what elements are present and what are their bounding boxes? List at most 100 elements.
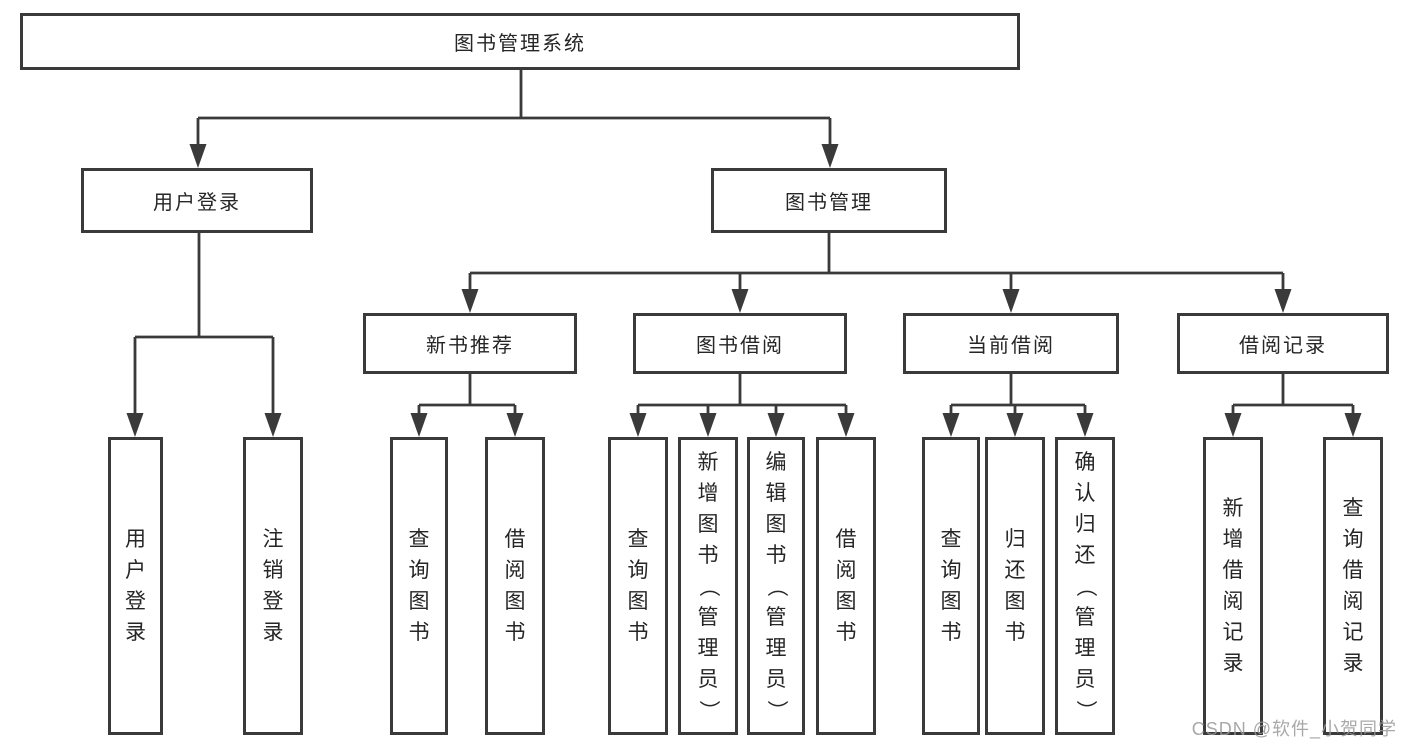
leaf-label-char: 图 [697,512,719,536]
leaf-label-char: 查 [627,528,649,551]
leaf-label-char: 录 [125,621,146,644]
leaf-label-char: 书 [835,621,857,644]
leaf-label-char: 新 [1222,497,1244,520]
leaf-label-char: 认 [1074,481,1096,505]
leaf-label-char: 借 [1222,559,1244,582]
leaf-label-char: 图 [504,590,526,613]
leaf-label-char: 借 [504,528,526,551]
leaf-user-login: 用户登录 [108,437,163,735]
leaf-label-char: 图 [1004,590,1026,613]
node-borrow-records-label: 借阅记录 [1239,335,1327,357]
node-current-borrow: 当前借阅 [903,313,1119,374]
leaf-label-char: 员 [1074,667,1096,691]
leaf-label-char: 管 [765,605,787,629]
leaf-label-char: 书 [408,621,430,644]
leaf-label-char: 还 [1074,543,1096,567]
leaf-label-char: 登 [125,590,146,613]
node-root: 图书管理系统 [20,13,1020,70]
leaf-borrow-books-1: 借阅图书 [485,437,545,735]
leaf-label-char: 记 [1222,621,1244,644]
leaf-return-books: 归还图书 [985,437,1045,735]
leaf-label-char: 书 [697,543,719,567]
leaf-label-char: 理 [697,636,719,660]
leaf-label-char: 员 [765,667,787,691]
leaf-label-char: 询 [408,559,430,582]
node-user-login-label: 用户登录 [153,192,241,214]
leaf-label-char: 查 [1342,497,1364,520]
leaf-label-char: 登 [262,590,284,613]
leaf-edit-books-admin: 编辑图书 （ 管理员 ） [747,437,805,735]
leaf-query-books-3: 查询图书 [922,437,980,735]
leaf-label-char: 图 [408,590,430,613]
node-book-management: 图书管理 [711,168,947,233]
node-book-management-label: 图书管理 [785,192,873,214]
leaf-label-char: 阅 [835,559,857,582]
node-borrow-records: 借阅记录 [1177,313,1389,374]
leaf-label-char: 查 [408,528,430,551]
leaf-label-char: 图 [940,590,962,613]
leaf-label-char: 编 [765,450,787,474]
leaf-label-char: 书 [940,621,962,644]
leaf-label-char: 录 [262,621,284,644]
leaf-label-char: 借 [1342,559,1364,582]
leaf-label-char: 辑 [765,481,787,505]
leaf-label-char: 增 [697,481,719,505]
leaf-label-char: 员 [697,667,719,691]
watermark: CSDN @软件_小贺同学 [1191,719,1397,739]
leaf-label-char: 注 [262,528,284,551]
leaf-label-char: 新 [697,450,719,474]
leaf-label-char: 销 [262,559,284,582]
leaf-label-char: 阅 [1222,590,1244,613]
leaf-label-char: 书 [504,621,526,644]
leaf-label-char: 图 [765,512,787,536]
node-root-label: 图书管理系统 [454,33,586,55]
node-book-borrow-label: 图书借阅 [696,335,784,357]
node-new-book-recommend-label: 新书推荐 [426,335,514,357]
leaf-query-borrow-record: 查询借阅记录 [1323,437,1383,735]
node-book-borrow: 图书借阅 [633,313,847,374]
leaf-add-borrow-record: 新增借阅记录 [1203,437,1263,735]
leaf-label-char: 管 [697,605,719,629]
leaf-label-char: 理 [765,636,787,660]
leaf-label-char: 图 [835,590,857,613]
leaf-query-books-2: 查询图书 [608,437,668,735]
leaf-borrow-books-2: 借阅图书 [816,437,876,735]
leaf-label-char: 户 [125,559,146,582]
leaf-confirm-return-admin: 确认归还（管理员） [1055,437,1115,735]
leaf-label-char: 理 [1074,636,1096,660]
leaf-label-char: 查 [940,528,962,551]
leaf-label-char: 录 [1342,652,1364,675]
leaf-label-char: 归 [1004,528,1026,551]
leaf-label-char: 阅 [1342,590,1364,613]
leaf-label-char: 询 [627,559,649,582]
leaf-label-char: 图 [627,590,649,613]
leaf-label-char: 书 [1004,621,1026,644]
leaf-label-char: 阅 [504,559,526,582]
node-current-borrow-label: 当前借阅 [967,335,1055,357]
leaf-label-char: 书 [627,621,649,644]
leaf-label-char: 管 [1074,605,1096,629]
leaf-label-char: （ [696,575,720,597]
leaf-label-char: 询 [940,559,962,582]
leaf-label-char: ） [764,699,788,721]
leaf-label-char: 确 [1074,450,1096,474]
leaf-label-char: 借 [835,528,857,551]
node-user-login: 用户登录 [81,168,313,233]
leaf-label-char: 录 [1222,652,1244,675]
leaf-label-char: 询 [1342,528,1364,551]
leaf-label-char: 用 [125,528,146,551]
node-new-book-recommend: 新书推荐 [363,313,577,374]
leaf-label-char: 记 [1342,621,1364,644]
leaf-logout: 注销登录 [243,437,303,735]
leaf-label-char: 还 [1004,559,1026,582]
leaf-add-books-admin: 新增图书 （ 管理员 ） [678,437,738,735]
leaf-label-char: ） [696,699,720,721]
leaf-label-char: （ [1073,575,1097,597]
leaf-label-char: 书 [765,543,787,567]
leaf-query-books-1: 查询图书 [390,437,448,735]
leaf-label-char: （ [764,575,788,597]
leaf-label-char: ） [1073,699,1097,721]
leaf-label-char: 增 [1222,528,1244,551]
